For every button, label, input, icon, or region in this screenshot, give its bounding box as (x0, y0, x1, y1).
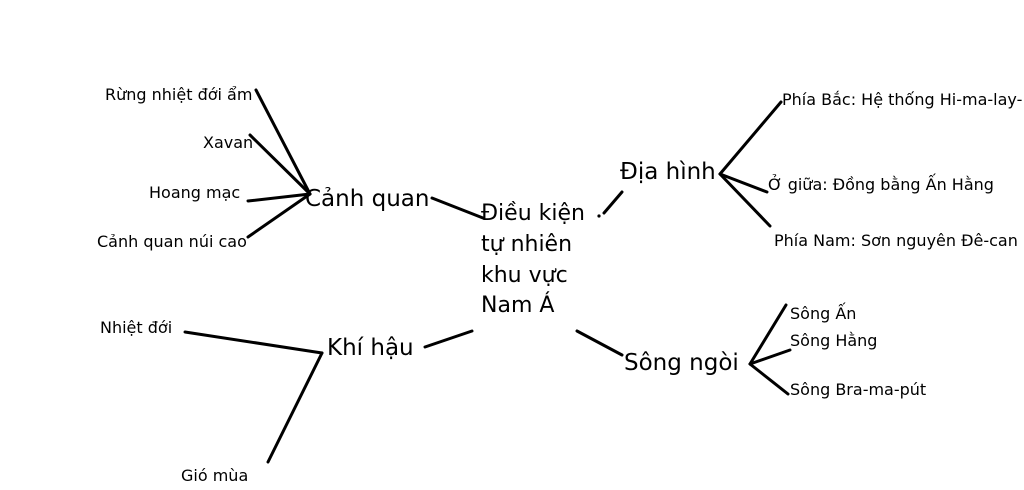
leaf-song-hang: Sông Hằng (790, 331, 878, 350)
topic-canh-quan: Cảnh quan (305, 186, 430, 212)
connector-o-giua (718, 172, 769, 194)
connector-center-canh-quan (430, 196, 485, 220)
connector-gio-mua (266, 351, 324, 464)
leaf-nhiet-doi: Nhiệt đới (100, 318, 173, 337)
connector-nhiet-doi (183, 330, 324, 355)
connector-center-khi-hau (423, 329, 474, 349)
leaf-rung-nhiet-doi-am: Rừng nhiệt đới ẩm (105, 85, 253, 104)
center-line: Điều kiện (481, 201, 585, 226)
connector-xavan (248, 133, 312, 196)
topic-song-ngoi: Sông ngòi (624, 350, 739, 376)
connector-song-hang (748, 348, 792, 366)
leaf-canh-quan-nui-cao: Cảnh quan núi cao (97, 232, 247, 251)
connector-song-an (748, 303, 788, 366)
leaf-o-giua: Ở giữa: Đồng bằng Ấn Hằng (768, 175, 994, 194)
leaf-hoang-mac: Hoang mạc (149, 183, 241, 202)
leaf-xavan: Xavan (203, 133, 254, 152)
leaf-song-bra-ma-put: Sông Bra-ma-pút (790, 380, 927, 399)
connector-center-dia-hinh (602, 190, 624, 215)
leaf-phia-bac: Phía Bắc: Hệ thống Hi-ma-lay- (782, 90, 1023, 109)
connector-phia-nam (718, 172, 772, 228)
center-line: Nam Á (481, 293, 555, 319)
topic-khi-hau: Khí hậu (327, 335, 414, 361)
leaf-phia-nam: Phía Nam: Sơn nguyên Đê-can (774, 231, 1018, 250)
connector-phia-bac (718, 100, 783, 176)
leaf-gio-mua: Gió mùa (181, 466, 249, 485)
connector-song-bra-ma-put (748, 362, 790, 396)
leaf-song-an: Sông Ấn (790, 304, 857, 323)
center-line: tự nhiên (481, 231, 573, 257)
connector-rung-nhiet-doi-am (254, 88, 312, 196)
connector-center-song-ngoi (575, 329, 624, 357)
center-line: khu vực (481, 262, 568, 288)
connector-dot (597, 214, 601, 218)
connector-hoang-mac (246, 192, 312, 203)
connector-canh-quan-nui-cao (246, 192, 312, 239)
center-topic: Điều kiện tự nhiên khu vực Nam Á (481, 199, 585, 322)
topic-dia-hinh: Địa hình (620, 159, 716, 185)
